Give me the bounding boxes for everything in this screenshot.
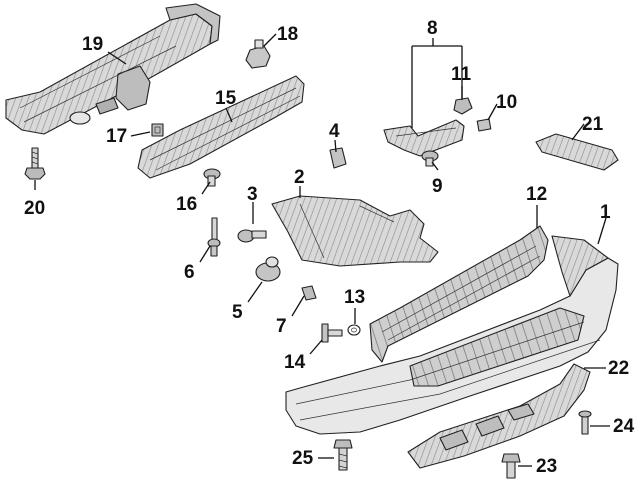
- callout-21: 21: [582, 114, 604, 135]
- callout-9: 9: [432, 176, 443, 197]
- callout-19: 19: [82, 34, 103, 55]
- part-10-clip: [476, 118, 492, 132]
- callout-18: 18: [277, 24, 298, 45]
- part-19-trailer-hitch: [5, 3, 221, 135]
- part-4-clip-nut: [329, 147, 347, 169]
- callout-20: 20: [24, 198, 45, 219]
- callout-16: 16: [176, 194, 197, 215]
- callout-6: 6: [184, 262, 195, 283]
- part-14-bolt: [321, 323, 343, 343]
- callout-13: 13: [344, 287, 365, 308]
- callout-17: 17: [106, 126, 127, 147]
- part-15-absorber-bracket: [137, 75, 305, 179]
- callout-24: 24: [613, 416, 635, 437]
- callout-7: 7: [276, 316, 287, 337]
- part-24-pin: [578, 410, 592, 435]
- part-5-grommet: [255, 256, 281, 282]
- part-23-bolt: [501, 453, 521, 479]
- part-7-nut: [301, 285, 317, 301]
- callout-14: 14: [284, 352, 306, 373]
- part-12-bumper-reinforcement: [369, 225, 549, 363]
- part-17-square-clip: [151, 123, 164, 137]
- part-16-screw: [203, 168, 221, 187]
- callout-23: 23: [536, 456, 557, 477]
- callout-22: 22: [608, 358, 629, 379]
- callout-10: 10: [496, 92, 517, 113]
- callout-12: 12: [526, 184, 547, 205]
- part-3-bolt: [237, 229, 267, 243]
- part-20-bolt: [24, 147, 46, 180]
- callout-labels: 1 2 3 4 5 6 7 8 9 10 11 12 13 14 15 16 1…: [24, 18, 635, 477]
- callout-1: 1: [600, 202, 611, 223]
- callout-4: 4: [329, 121, 340, 142]
- part-22-skid-plate: [407, 363, 591, 469]
- callout-5: 5: [232, 302, 243, 323]
- part-1-bumper-cover: [285, 235, 619, 435]
- callout-3: 3: [247, 184, 258, 205]
- callout-25: 25: [292, 448, 314, 469]
- leader-lines: [34, 33, 610, 467]
- part-21-trim-strip: [535, 133, 619, 171]
- callout-2: 2: [294, 167, 305, 188]
- part-8-bracket-assembly: [383, 119, 465, 157]
- callout-11: 11: [451, 64, 472, 85]
- part-11-nut: [453, 97, 473, 115]
- part-9-bolt: [421, 150, 439, 167]
- part-6-push-pin: [207, 217, 221, 257]
- callout-8: 8: [427, 18, 438, 39]
- callout-15: 15: [215, 88, 237, 109]
- part-25-bolt: [333, 439, 353, 471]
- part-13-washer: [347, 324, 361, 336]
- part-18-push-clip: [245, 39, 271, 69]
- part-2-side-bracket: [271, 195, 439, 267]
